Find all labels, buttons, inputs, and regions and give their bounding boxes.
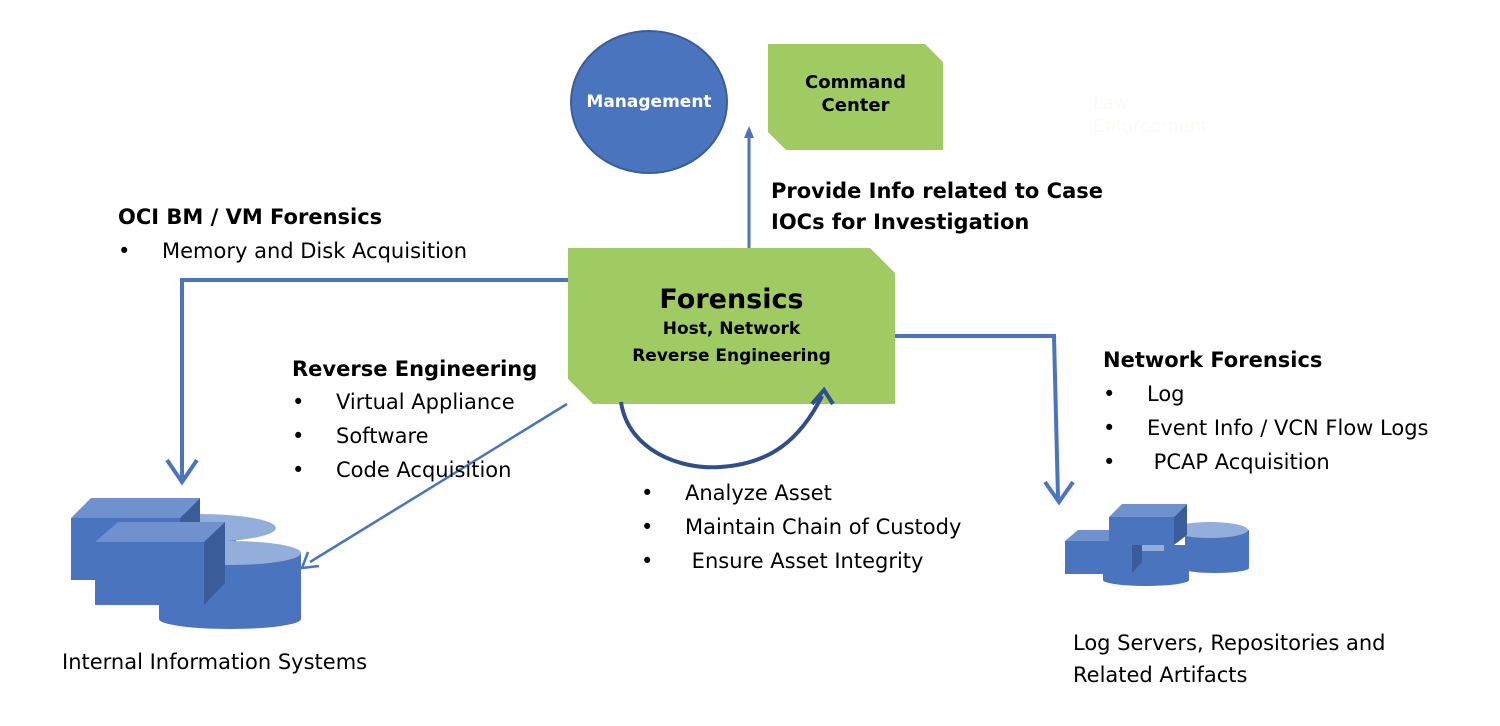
list-item: • Analyze Asset (641, 476, 961, 510)
list-item-text: Virtual Appliance (336, 390, 515, 414)
list-item: • Memory and Disk Acquisition (118, 234, 467, 268)
list-item: • Virtual Appliance (292, 385, 515, 419)
forensics-tasks-list: • Analyze Asset • Maintain Chain of Custod… (641, 476, 961, 578)
connector-forensics-to-internal-systems (180, 278, 568, 478)
list-item-text: Software (336, 424, 429, 448)
arrowhead-down-icon (1043, 480, 1075, 506)
log-server-storage-icon (1065, 504, 1249, 586)
bullet-icon: • (1103, 450, 1116, 474)
arrowhead-down-icon (165, 458, 199, 486)
network-forensics-list: • Log • Event Info / VCN Flow Logs • PCAP … (1103, 377, 1428, 479)
command-center-label-line2: Center (821, 94, 890, 116)
loop-arrowhead-icon (810, 386, 835, 406)
forensics-node[interactable] (568, 248, 895, 404)
log-servers-caption: Log Servers, Repositories and Related Ar… (1073, 627, 1385, 691)
law-enforcement-label-line1: Law (1093, 93, 1129, 114)
list-item: • PCAP Acquisition (1103, 445, 1428, 479)
command-center-label-line1: Command (805, 72, 906, 93)
bullet-icon: • (641, 515, 654, 539)
list-item-text: Analyze Asset (685, 481, 832, 505)
list-item-text: Ensure Asset Integrity (685, 549, 924, 573)
provide-info-line1: Provide Info related to Case (771, 179, 1103, 203)
bullet-icon: • (292, 424, 305, 448)
bullet-icon: • (292, 390, 305, 414)
server-storage-icon (71, 498, 301, 629)
bullet-icon: • (292, 458, 305, 482)
list-item-text: Memory and Disk Acquisition (162, 239, 468, 263)
bullet-icon: • (641, 549, 654, 573)
connector-reverse-engineering-to-internal-systems (309, 402, 568, 564)
log-servers-caption-line1: Log Servers, Repositories and (1073, 631, 1386, 655)
bullet-icon: • (1103, 416, 1116, 440)
arrowhead-up-icon (744, 126, 754, 138)
list-item-text: Maintain Chain of Custody (685, 515, 962, 539)
bullet-icon: • (1103, 382, 1116, 406)
command-center-node[interactable] (768, 44, 943, 150)
bullet-icon: • (118, 239, 131, 263)
list-item: • Event Info / VCN Flow Logs (1103, 411, 1428, 445)
law-enforcement-label-line2: Enforcement (1093, 116, 1209, 138)
management-label: Management (586, 92, 712, 112)
list-item: • Ensure Asset Integrity (641, 544, 961, 578)
list-item: • Log (1103, 377, 1428, 411)
law-enforcement-label: Law Enforcement (1093, 92, 1208, 139)
network-forensics-heading: Network Forensics (1103, 348, 1323, 372)
arrowhead-diagonal-icon (300, 551, 320, 570)
bullet-icon: • (641, 481, 654, 505)
provide-info-annotation: Provide Info related to Case IOCs for In… (771, 176, 1103, 238)
provide-info-line2: IOCs for Investigation (771, 210, 1030, 234)
forensics-subtitle-line2: Reverse Engineering (632, 345, 831, 366)
list-item-text: Log (1147, 382, 1185, 406)
list-item-text: Event Info / VCN Flow Logs (1147, 416, 1429, 440)
list-item: • Code Acquisition (292, 453, 515, 487)
list-item-text: PCAP Acquisition (1147, 450, 1330, 474)
command-center-label: Command Center (768, 72, 943, 117)
oci-forensics-heading: OCI BM / VM Forensics (118, 205, 383, 229)
internal-systems-caption: Internal Information Systems (62, 650, 368, 674)
reverse-engineering-heading: Reverse Engineering (292, 357, 538, 381)
loop-arrow (619, 395, 824, 470)
connector-forensics-to-log-servers (895, 334, 1060, 499)
forensics-label: Forensics Host, Network Reverse Engineer… (568, 284, 895, 366)
management-node[interactable] (570, 30, 728, 174)
forensics-subtitle-line1: Host, Network (662, 319, 801, 340)
forensics-title: Forensics (659, 284, 804, 315)
log-servers-caption-line2: Related Artifacts (1073, 663, 1248, 687)
list-item: • Maintain Chain of Custody (641, 510, 961, 544)
oci-forensics-list: • Memory and Disk Acquisition (118, 234, 467, 268)
list-item: • Software (292, 419, 515, 453)
reverse-engineering-list: • Virtual Appliance • Software • Code Acqui… (292, 385, 515, 487)
list-item-text: Code Acquisition (336, 458, 512, 482)
